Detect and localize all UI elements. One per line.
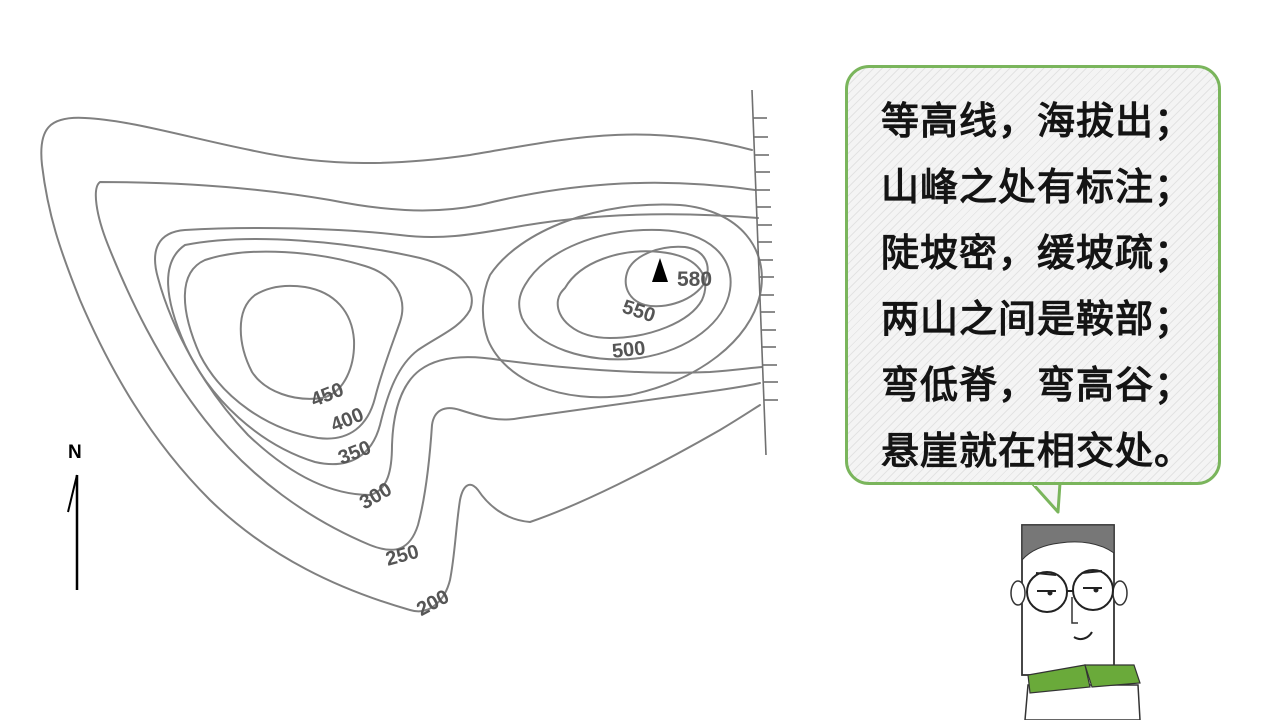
north-label: N: [68, 442, 82, 463]
contour-peak: [624, 245, 709, 308]
contour-250: [94, 181, 761, 551]
contour-350: [167, 238, 473, 466]
bubble-line-3: 陡坡密，缓坡疏；: [881, 231, 1194, 275]
bubble-line-4: 两山之间是鞍部；: [881, 297, 1194, 341]
contour-right-450: [481, 203, 763, 399]
cliff-hatching: [753, 117, 778, 401]
peak-elevation-label: 580: [677, 268, 712, 291]
cliff-line: [751, 89, 767, 456]
north-arrow-icon: [67, 474, 79, 590]
speech-bubble: 等高线，海拔出； 山峰之处有标注； 陡坡密，缓坡疏； 两山之间是鞍部； 弯低脊，…: [845, 65, 1221, 485]
bubble-tail: [1030, 481, 1062, 514]
contour-label-450: 450: [308, 379, 347, 412]
bubble-line-6: 悬崖就在相交处。: [881, 429, 1194, 473]
cartoon-man-icon: [1010, 524, 1141, 720]
contour-label-350: 350: [335, 437, 374, 470]
contour-550: [556, 250, 707, 339]
bubble-line-1: 等高线，海拔出；: [881, 99, 1194, 143]
contour-label-500: 500: [611, 337, 646, 362]
contour-500: [518, 228, 732, 361]
contour-label-300: 300: [356, 479, 396, 515]
contour-label-250: 250: [383, 541, 421, 571]
bubble-text: 等高线，海拔出； 山峰之处有标注； 陡坡密，缓坡疏； 两山之间是鞍部； 弯低脊，…: [881, 88, 1211, 484]
contour-200: [40, 116, 761, 613]
contour-label-400: 400: [328, 404, 367, 437]
contour-450: [239, 284, 356, 400]
contour-400: [183, 250, 404, 440]
bubble-line-5: 弯低脊，弯高谷；: [881, 363, 1194, 407]
contour-label-550: 550: [619, 296, 658, 327]
bubble-line-2: 山峰之处有标注；: [881, 165, 1194, 209]
contour-300: [154, 213, 763, 496]
peak-triangle-icon: [652, 258, 668, 282]
